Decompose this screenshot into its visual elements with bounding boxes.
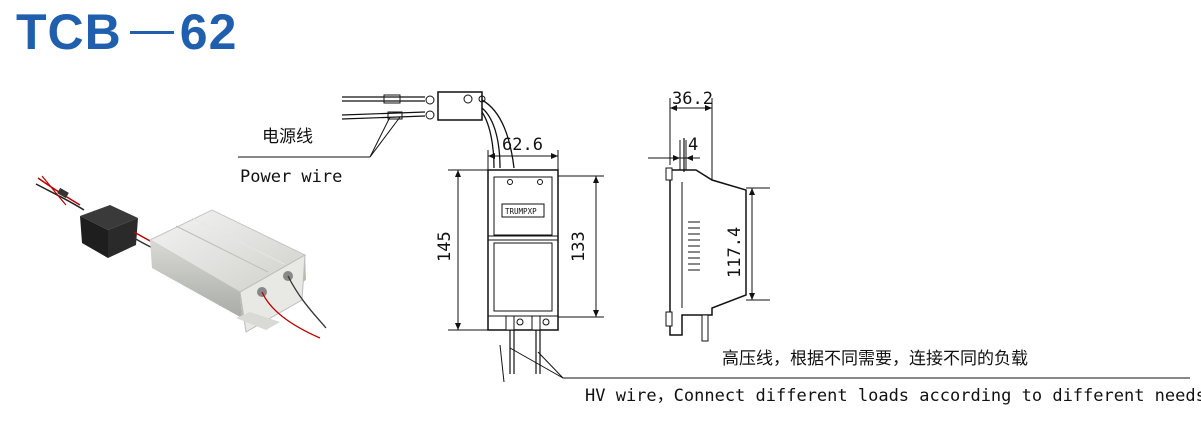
dimension-133 <box>558 175 604 318</box>
product-photo <box>35 175 327 339</box>
model-code: TCB <box>16 4 122 60</box>
hv-wire-cn: 高压线，根据不同需要，连接不同的负载 <box>722 349 1028 369</box>
power-wire-en: Power wire <box>240 167 342 187</box>
dimension-117-4 <box>746 187 770 301</box>
transformer-body <box>148 209 307 333</box>
dim-depth-label: 36.2 <box>672 89 713 109</box>
dim-width-label: 62.6 <box>502 135 543 155</box>
dim-inner-height-label: 133 <box>569 231 589 262</box>
power-wire-leader <box>238 116 401 158</box>
control-module <box>80 205 138 258</box>
hv-wire-leader <box>509 347 1190 379</box>
model-number: 62 <box>179 4 238 60</box>
hv-wire-en: HV wire，Connect different loads accordin… <box>585 386 1201 406</box>
side-view <box>648 98 747 342</box>
dim-side-height-label: 117.4 <box>725 227 745 278</box>
product-title: TCB 62 <box>16 2 237 62</box>
brand-label: TRUMPXP <box>505 207 537 216</box>
control-module-drawing <box>437 91 486 121</box>
title-dash <box>129 31 174 35</box>
dim-tab-label: 4 <box>688 135 698 155</box>
power-wire-cn: 电源线 <box>262 127 313 147</box>
dimension-145 <box>448 169 488 331</box>
front-view: TRUMPXP <box>487 150 559 383</box>
dim-height-label: 145 <box>435 231 455 262</box>
module-output-wires <box>481 99 515 169</box>
input-wires <box>341 94 435 120</box>
